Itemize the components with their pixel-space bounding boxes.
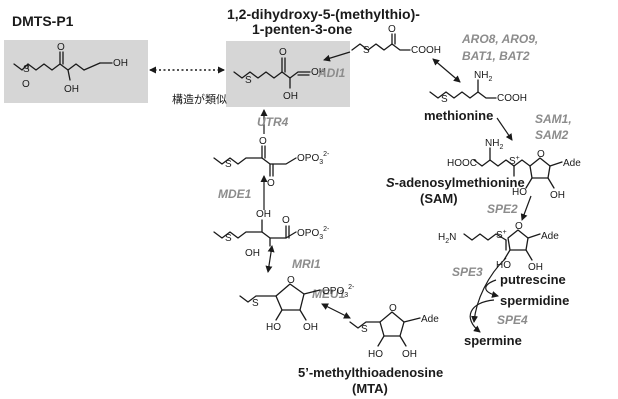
enzyme-meu1: MEU1 [312, 287, 346, 301]
transaminase-arrow [432, 58, 461, 83]
dkmtp1p-sulfur: S [225, 159, 232, 170]
enzyme-mde1: MDE1 [218, 187, 252, 201]
dhmtp-title-line1: 1,2-dihydroxy-5-(methylthio)- [227, 6, 420, 22]
dhmtp-title-line2: 1-penten-3-one [252, 21, 353, 37]
dcsam-sulfonium: S+ [496, 229, 507, 241]
methionine-sulfur: S [441, 94, 448, 105]
mta-structure: S O Ade HO OH [349, 303, 439, 360]
mtr1p-hydroxyl-right: OH [303, 322, 318, 333]
enzyme-aro-line2: BAT1, BAT2 [462, 49, 530, 63]
enzyme-aro-line1: ARO8, ARO9, [461, 32, 538, 46]
dmts-highlight-box [4, 40, 148, 103]
mri1-arrow [265, 245, 275, 273]
adi1-arrow [323, 51, 351, 62]
putrescine-to-spermidine-arrow [485, 279, 499, 298]
spe2-arrow [520, 195, 532, 221]
mtru1p-sulfur: S [225, 233, 232, 244]
enzyme-spe2: SPE2 [487, 202, 518, 216]
mta-hydroxyl-right: OH [402, 349, 417, 360]
mta-sulfur: S [361, 324, 368, 335]
sam-hydroxyl-left: HO [512, 187, 527, 198]
dmts-structure: S O O OH OH [13, 42, 128, 95]
dkmtp1p-structure: S O O OPO32- [213, 136, 330, 189]
spe4-arrow [469, 299, 495, 333]
mtr1p-sulfur: S [252, 298, 259, 309]
label-sam-line1: S-adenosylmethionine [386, 175, 525, 190]
keto-acid-sulfur: S [363, 45, 370, 56]
sam-ring-oxygen: O [537, 149, 545, 160]
dkmtp1p-ketone-oxygen-bottom: O [267, 178, 275, 189]
enzyme-spe4: SPE4 [497, 313, 528, 327]
mtr1p-structure: S O OPO32- HO OH [239, 275, 355, 333]
dhmtp-sulfur: S [245, 75, 252, 86]
sam-synthetase-arrow [496, 117, 513, 141]
sam-amine: NH2 [485, 138, 503, 151]
mtru1p-structure: S OH OH O OPO32- [213, 209, 330, 259]
mtr1p-ring-oxygen: O [287, 275, 295, 286]
mtr1p-hydroxyl-left: HO [266, 322, 281, 333]
label-putrescine: putrescine [500, 272, 566, 287]
enzyme-adi1: ADI1 [317, 66, 346, 80]
mtr1p-phosphate: OPO32- [322, 284, 355, 299]
enzyme-utr4: UTR4 [257, 115, 289, 129]
dcsam-hydroxyl-right: OH [528, 262, 543, 273]
label-methionine: methionine [424, 108, 493, 123]
dkmtp1p-ketone-oxygen-top: O [259, 136, 267, 147]
sam-carboxyl: HOOC [447, 158, 477, 169]
enzyme-mri1: MRI1 [292, 257, 321, 271]
dhmtp-ketone-oxygen: O [279, 47, 287, 58]
spe3-arrow [471, 257, 507, 323]
dmts-terminal-hydroxyl: OH [113, 58, 128, 69]
enzyme-sam2: SAM2 [535, 128, 569, 142]
dcsam-hydroxyl-left: HO [496, 260, 511, 271]
sam-hydroxyl-right: OH [550, 190, 565, 201]
keto-acid-carboxyl: COOH [411, 45, 441, 56]
dcsam-ring-oxygen: O [515, 221, 523, 232]
mta-hydroxyl-left: HO [368, 349, 383, 360]
label-mta-line2: (MTA) [352, 381, 388, 396]
dhmtp-enol-hydroxyl: OH [311, 67, 326, 78]
mta-adenine: Ade [421, 314, 439, 325]
dcsam-amine: H2N [438, 232, 456, 245]
dkmtp1p-phosphate: OPO32- [297, 151, 330, 166]
dmts-sulfur: S [23, 64, 30, 75]
mtru1p-ketone-oxygen: O [282, 215, 290, 226]
label-mta-line1: 5’-methylthioadenosine [298, 365, 443, 380]
dmts-sulfoxide-oxygen: O [22, 79, 30, 90]
dmts-ketone-oxygen: O [57, 42, 65, 53]
dhmtp-structure: S O OH OH [233, 47, 326, 102]
methionine-carboxyl: COOH [497, 93, 527, 104]
sam-adenine: Ade [563, 158, 581, 169]
mtru1p-hydroxyl-bottom: OH [245, 248, 260, 259]
label-spermidine: spermidine [500, 293, 569, 308]
mtru1p-hydroxyl-top: OH [256, 209, 271, 220]
methionine-structure: S NH2 COOH [429, 70, 527, 105]
sam-sulfonium: S+ [509, 155, 520, 167]
mtru1p-phosphate: OPO32- [297, 226, 330, 241]
sam-structure: HOOC NH2 S+ O Ade HO OH [447, 138, 581, 201]
dcsam-structure: H2N S+ O Ade HO OH [438, 221, 559, 273]
label-spermine: spermine [464, 333, 522, 348]
keto-acid-structure: S O COOH [351, 24, 441, 56]
mta-ring-oxygen: O [389, 303, 397, 314]
enzyme-spe3: SPE3 [452, 265, 483, 279]
structure-similar-note: 構造が類似 [172, 92, 227, 106]
keto-acid-oxygen: O [388, 24, 396, 35]
methionine-amine: NH2 [474, 70, 492, 83]
dcsam-adenine: Ade [541, 231, 559, 242]
enzyme-sam1: SAM1, [535, 112, 572, 126]
dmts-title: DMTS-P1 [12, 13, 74, 29]
dmts-hydroxyl: OH [64, 84, 79, 95]
label-sam-line2: (SAM) [420, 191, 458, 206]
meu1-arrow [321, 303, 351, 319]
dhmtp-hydroxyl: OH [283, 91, 298, 102]
